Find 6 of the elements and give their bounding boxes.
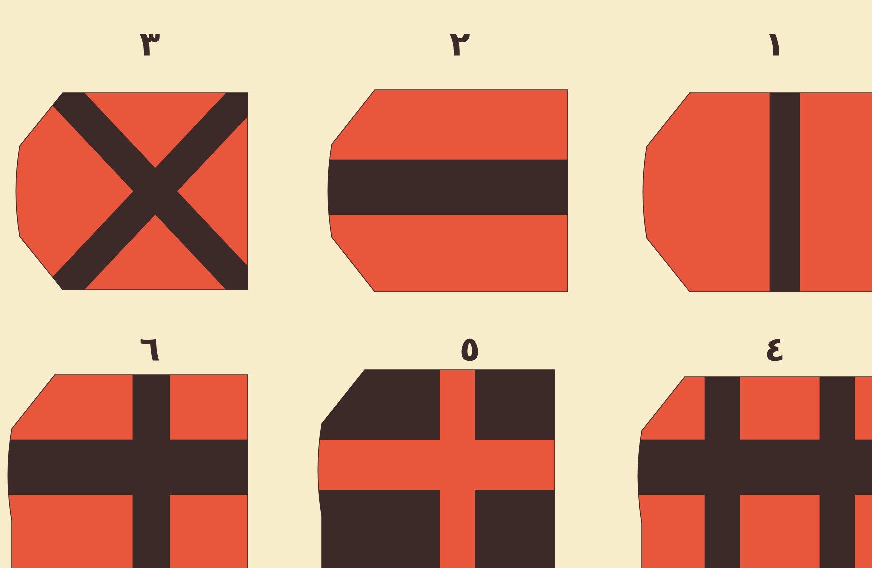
number-label: ٢ bbox=[450, 34, 470, 56]
number-label: ٥ bbox=[462, 338, 478, 362]
number-label: ٣ bbox=[140, 34, 160, 56]
number-label: ٤ bbox=[767, 338, 783, 362]
number-label: ١ bbox=[769, 34, 780, 56]
number-label: ٦ bbox=[140, 339, 160, 361]
